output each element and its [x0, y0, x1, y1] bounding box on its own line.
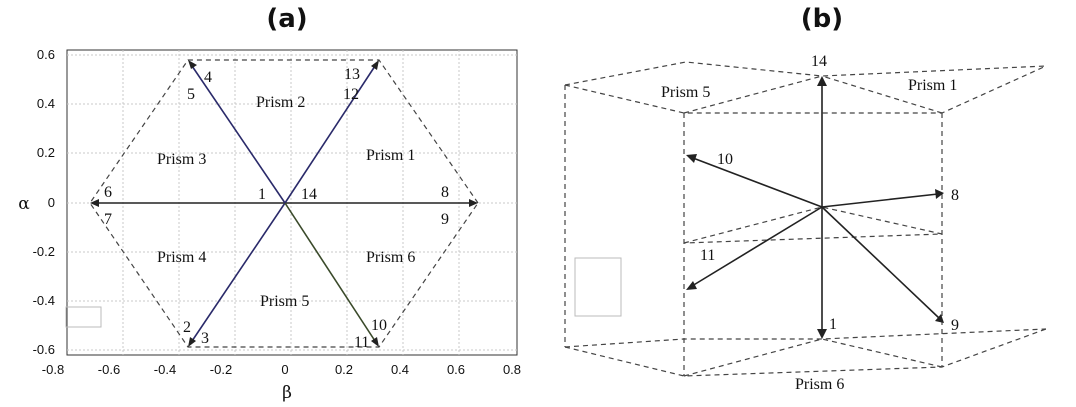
y-tick: 0.6	[37, 47, 55, 62]
vector-11	[691, 206, 823, 287]
vector-label-7: 7	[104, 211, 112, 228]
panel-a-vectors	[90, 60, 478, 347]
vector-label-3: 3	[201, 330, 209, 347]
arrowhead-right	[469, 199, 478, 207]
region-b-prism-1: Prism 1	[908, 77, 957, 94]
vector-label-5: 5	[187, 86, 195, 103]
arrowhead-down	[817, 329, 827, 339]
x-tick: 0.2	[335, 362, 353, 377]
x-tick: -0.4	[154, 362, 176, 377]
region-prism-2: Prism 2	[256, 94, 305, 111]
vector-label-4: 4	[204, 69, 212, 86]
vector-label-2: 2	[183, 319, 191, 336]
vector-label-1: 1	[258, 186, 266, 203]
vector-upper-right	[284, 62, 378, 204]
vector-8	[821, 193, 939, 208]
legend-box-b	[574, 257, 622, 317]
vector-10	[692, 157, 823, 208]
vector-b-label-9: 9	[951, 317, 959, 334]
region-prism-6: Prism 6	[366, 249, 415, 266]
panel-a-label: (a)	[266, 4, 307, 34]
arrowhead-up	[817, 76, 827, 86]
vector-b-label-14: 14	[811, 53, 827, 70]
vector-label-6: 6	[104, 184, 112, 201]
region-b-prism-5: Prism 5	[661, 84, 710, 101]
arrowhead-upper-right	[371, 60, 379, 70]
y-axis-label: α	[18, 194, 30, 214]
arrowhead-9	[935, 314, 944, 323]
vector-upper-left	[189, 62, 286, 204]
region-prism-3: Prism 3	[157, 151, 206, 168]
arrowhead-upper-left	[188, 60, 197, 69]
region-prism-1: Prism 1	[366, 147, 415, 164]
vector-label-14: 14	[301, 186, 317, 203]
region-prism-4: Prism 4	[157, 249, 206, 266]
arrowhead-lower-right	[371, 337, 379, 347]
panel-b-label: (b)	[801, 4, 843, 34]
y-tick: -0.4	[33, 293, 55, 308]
vector-b-label-8: 8	[951, 187, 959, 204]
region-b-prism-6: Prism 6	[795, 376, 844, 393]
legend-box	[65, 306, 102, 328]
x-axis-label: β	[282, 383, 292, 403]
vector-label-13: 13	[344, 66, 360, 83]
vector-b-label-1: 1	[829, 316, 837, 333]
panel-b-vectors	[686, 76, 944, 339]
arrowhead-10	[686, 154, 697, 163]
y-tick: 0.2	[37, 145, 55, 160]
y-tick: 0.4	[37, 96, 55, 111]
y-tick: 0	[48, 195, 55, 210]
panel-b: (b)	[564, 4, 1047, 393]
vector-label-8: 8	[441, 184, 449, 201]
panel-a: (a)	[18, 4, 521, 403]
vector-lower-right	[284, 202, 378, 345]
vector-label-9: 9	[441, 211, 449, 228]
x-tick: 0	[281, 362, 288, 377]
vector-lower-left	[189, 202, 286, 345]
vector-label-12: 12	[343, 86, 359, 103]
x-tick: 0.4	[391, 362, 409, 377]
arrowhead-lower-left	[188, 337, 196, 347]
x-tick: -0.8	[42, 362, 64, 377]
y-tick: -0.6	[33, 342, 55, 357]
vector-label-10: 10	[371, 317, 387, 334]
arrowhead-11	[686, 281, 697, 290]
vector-b-label-11: 11	[700, 247, 715, 264]
x-tick: -0.6	[98, 362, 120, 377]
vector-9	[821, 206, 940, 319]
vector-label-11: 11	[354, 334, 369, 351]
x-tick: 0.8	[503, 362, 521, 377]
x-tick: -0.2	[210, 362, 232, 377]
vector-b-label-10: 10	[717, 151, 733, 168]
x-tick: 0.6	[447, 362, 465, 377]
prism-wireframe	[564, 61, 1047, 377]
y-tick: -0.2	[33, 244, 55, 259]
region-prism-5: Prism 5	[260, 293, 309, 310]
arrowhead-left	[90, 199, 99, 207]
arrowhead-8	[935, 189, 944, 199]
